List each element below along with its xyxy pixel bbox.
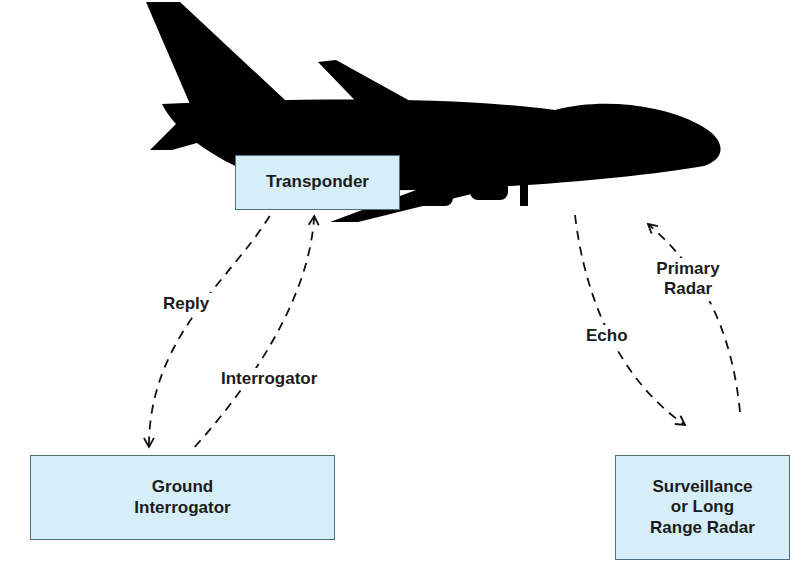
echo-arrow [575,215,685,425]
engine [415,186,453,206]
box-label: Surveillance or Long Range Radar [647,477,759,538]
engine [470,180,508,200]
signal-label: Reply [160,293,212,315]
stabilizer [150,120,250,150]
landing-gear [520,182,528,206]
signal-arrow [149,216,270,447]
primary-radar-arrow [648,224,740,412]
signal-label: Echo [583,325,631,347]
box-label: Transponder [266,172,369,192]
signal-label: Interrogator [218,368,320,390]
signal-label: Primary Radar [648,258,728,301]
signal-arrow [195,216,315,447]
transponder-box: Transponder [235,155,400,210]
ground-interrogator-box: Ground Interrogator [30,455,335,540]
radar-box: Surveillance or Long Range Radar [615,455,790,560]
box-label: Ground Interrogator [120,477,245,518]
